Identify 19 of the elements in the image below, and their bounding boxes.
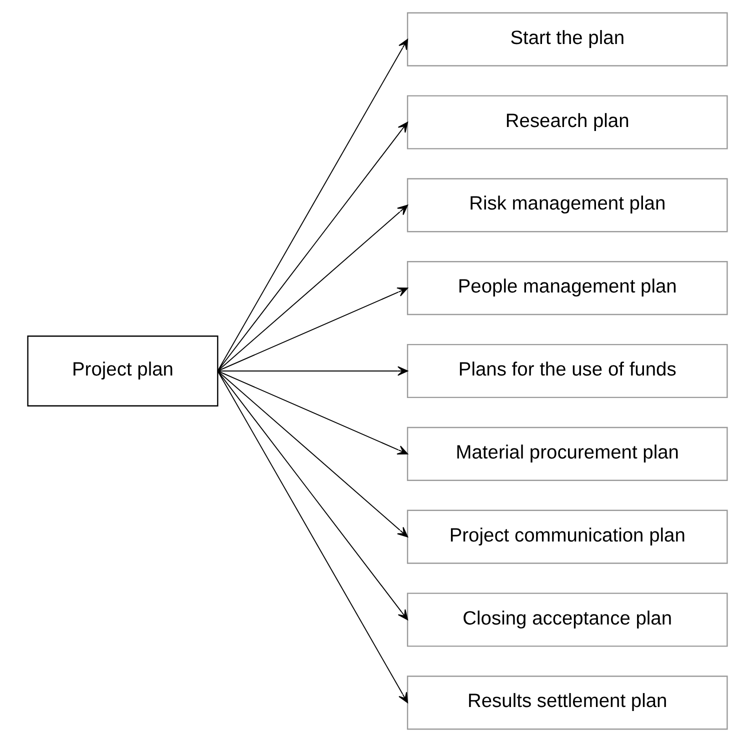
arrow bbox=[216, 370, 408, 538]
arrow bbox=[216, 38, 408, 372]
node-box: Material procurement plan bbox=[406, 426, 728, 481]
arrow bbox=[216, 122, 408, 372]
node-box: Results settlement plan bbox=[406, 676, 728, 730]
node-box: Risk management plan bbox=[406, 178, 728, 232]
arrow bbox=[216, 204, 408, 372]
arrow bbox=[216, 370, 408, 455]
arrow bbox=[216, 370, 408, 620]
node-box: People management plan bbox=[406, 261, 728, 316]
node-box: Project plan bbox=[26, 336, 218, 406]
node-box: Plans for the use of funds bbox=[406, 344, 728, 398]
node-box: Project communication plan bbox=[406, 510, 728, 564]
node-box: Research plan bbox=[406, 95, 728, 150]
node-box: Closing acceptance plan bbox=[406, 592, 728, 647]
arrow bbox=[216, 366, 408, 376]
node-box: Start the plan bbox=[406, 12, 728, 66]
arrow bbox=[216, 370, 408, 704]
arrow bbox=[216, 287, 408, 372]
